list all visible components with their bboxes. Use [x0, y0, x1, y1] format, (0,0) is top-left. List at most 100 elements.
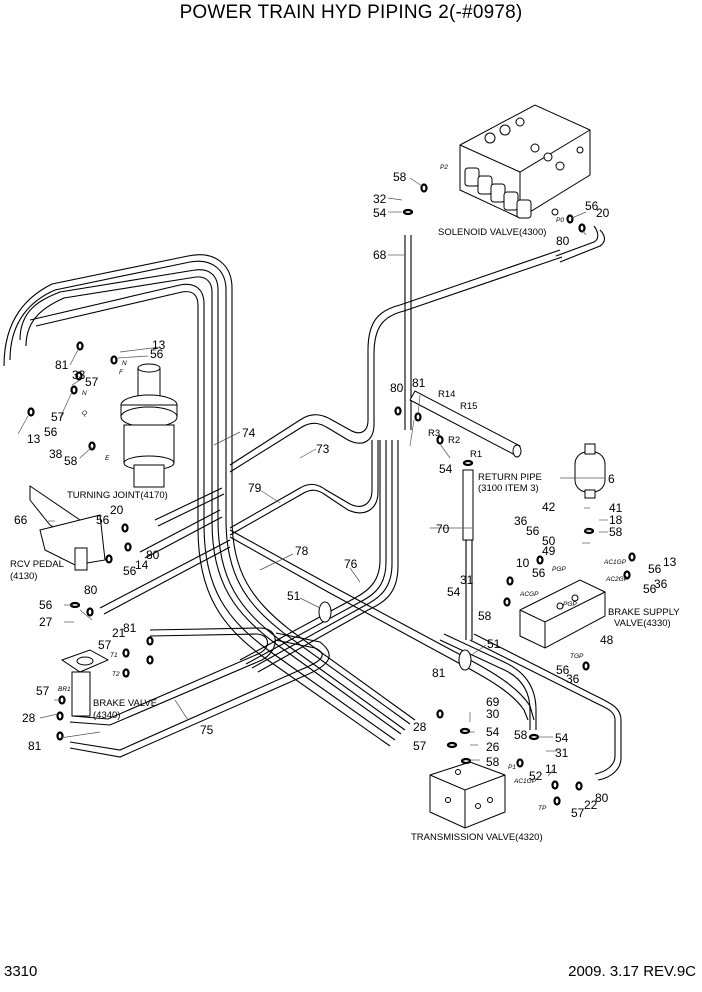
component-captions: SOLENOID VALVE(4300) TURNING JOINT(4170)… [10, 227, 680, 843]
callout-74: 74 [242, 426, 256, 440]
accumulator[interactable] [574, 443, 606, 499]
brake-valve-sublabel: (4340) [93, 710, 120, 721]
return-pipe[interactable] [409, 390, 522, 541]
turning-joint[interactable] [120, 363, 178, 488]
port-f: F [119, 369, 124, 376]
callout-14: 14 [135, 558, 149, 572]
callout-28: 28 [413, 720, 427, 734]
port-p2: P2 [440, 164, 448, 171]
callout-54: 54 [447, 585, 461, 599]
callout-80: 80 [84, 583, 98, 597]
callout-13: 13 [663, 555, 677, 569]
callout-22: 22 [584, 798, 598, 812]
callout-58: 58 [609, 525, 623, 539]
port-ac1gp-trans: AC1GP [513, 778, 537, 785]
port-q: Q [82, 410, 87, 417]
port-pgp-face: PGP [563, 601, 577, 608]
port-labels: P2 P0 R14 R15 R3 R2 R1 N F N Q E T1 T2 B… [58, 164, 629, 812]
transmission-valve[interactable] [429, 761, 506, 829]
callout-31: 31 [460, 573, 474, 587]
callout-18: 18 [609, 513, 623, 527]
callout-54: 54 [555, 731, 569, 745]
pipe-68 [404, 235, 412, 430]
callout-58: 58 [514, 728, 528, 742]
port-t2: T2 [112, 671, 120, 678]
port-p0: P0 [556, 217, 564, 224]
brake-supply-valve-sublabel: VALVE(4330) [614, 618, 671, 629]
port-tp: TP [538, 805, 547, 812]
callout-56: 56 [44, 425, 58, 439]
callout-56: 56 [526, 524, 540, 538]
callout-51: 51 [487, 637, 501, 651]
transmission-valve-label: TRANSMISSION VALVE(4320) [411, 832, 543, 843]
pipe-78 [229, 529, 535, 721]
return-pipe-label: RETURN PIPE [478, 472, 542, 483]
callout-73: 73 [316, 442, 330, 456]
callout-79: 79 [248, 481, 262, 495]
clamp-51-upper[interactable] [318, 601, 332, 623]
callout-56: 56 [96, 513, 110, 527]
callout-76: 76 [344, 557, 358, 571]
callout-57: 57 [571, 806, 585, 820]
brake-valve[interactable] [60, 649, 110, 717]
callout-20: 20 [596, 206, 610, 220]
callout-58: 58 [393, 170, 407, 184]
turning-joint-label: TURNING JOINT(4170) [67, 490, 168, 501]
callout-28: 28 [22, 711, 36, 725]
port-ac2gp: AC2GP [605, 576, 629, 583]
brake-supply-valve[interactable] [519, 579, 606, 649]
callout-51: 51 [287, 589, 301, 603]
callout-56: 56 [39, 598, 53, 612]
callout-13: 13 [152, 338, 166, 352]
callout-56: 56 [532, 566, 546, 580]
port-p1: P1 [508, 764, 516, 771]
port-r1: R1 [470, 449, 482, 460]
callout-56: 56 [643, 582, 657, 596]
callout-68: 68 [373, 248, 387, 262]
callout-42: 42 [542, 500, 556, 514]
pipe-76 [239, 440, 399, 673]
port-acgp: ACGP [519, 591, 539, 598]
callout-80: 80 [146, 548, 160, 562]
port-r14: R14 [438, 389, 455, 400]
rcv-pedal[interactable] [29, 485, 106, 571]
port-n-lower: N [82, 390, 87, 397]
callout-80: 80 [390, 381, 404, 395]
callout-81: 81 [123, 621, 137, 635]
o-rings [27, 183, 636, 806]
callout-58: 58 [64, 454, 78, 468]
port-tgp: TGP [570, 653, 584, 660]
callout-70: 70 [436, 522, 450, 536]
port-r15: R15 [460, 401, 477, 412]
pipe-rcv-pedal [99, 487, 231, 615]
pipe-bundle-74 [3, 254, 416, 747]
callout-21: 21 [112, 626, 126, 640]
port-t1: T1 [110, 652, 118, 659]
callout-50: 50 [542, 534, 556, 548]
callout-36: 36 [654, 577, 668, 591]
rcv-pedal-label: RCV PEDAL [10, 559, 64, 570]
callout-49: 49 [542, 544, 556, 558]
pipe-73 [229, 249, 563, 473]
callout-numbers: 58 32 54 68 56 20 80 13 56 81 33 57 57 5… [14, 170, 677, 820]
brake-supply-valve-label: BRAKE SUPPLY [608, 607, 680, 618]
callout-58: 58 [486, 755, 500, 769]
callout-69: 69 [486, 695, 500, 709]
page-number: 3310 [4, 963, 38, 980]
rcv-pedal-sublabel: (4130) [10, 571, 37, 582]
port-pgp: PGP [552, 566, 566, 573]
callout-54: 54 [486, 725, 500, 739]
callout-57: 57 [85, 375, 99, 389]
pipe-transmission-return [469, 633, 622, 781]
callout-80: 80 [556, 234, 570, 248]
callout-26: 26 [486, 740, 500, 754]
callout-78: 78 [295, 544, 309, 558]
callout-48: 48 [600, 633, 614, 647]
callout-36: 36 [566, 672, 580, 686]
pipe-79 [229, 440, 379, 536]
callout-54: 54 [373, 206, 387, 220]
callout-41: 41 [609, 501, 623, 515]
clamp-51-lower[interactable] [458, 649, 472, 671]
solenoid-valve[interactable] [459, 104, 591, 219]
